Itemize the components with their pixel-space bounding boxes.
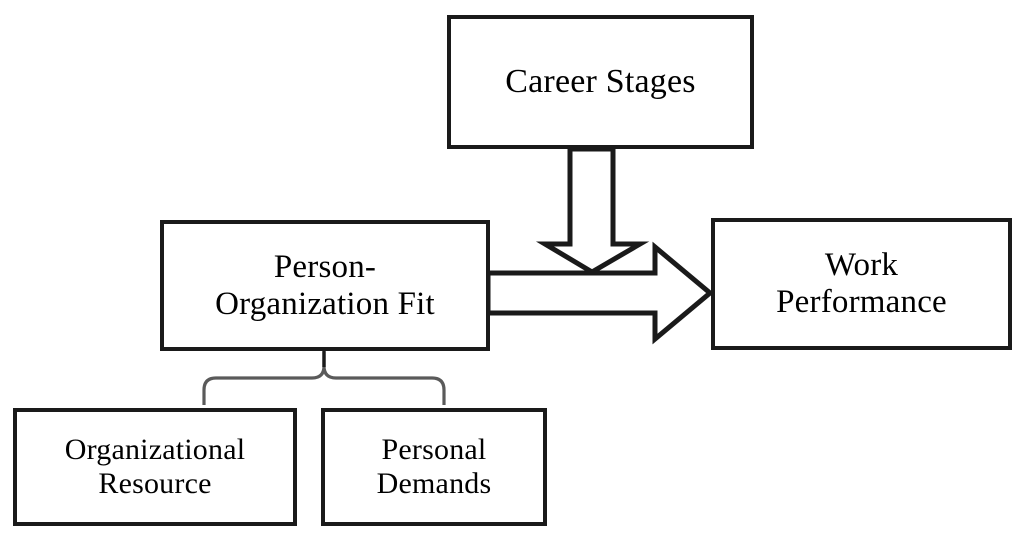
node-person-organization-fit[interactable]: Person- Organization Fit — [160, 220, 490, 351]
node-person-organization-fit-label: Person- Organization Fit — [215, 248, 435, 322]
down-block-arrow-icon — [535, 146, 650, 275]
node-personal-demands-label: Personal Demands — [376, 433, 492, 500]
connector-pof-to-work-performance[interactable] — [488, 255, 710, 317]
connector-pof-dimensions-brace[interactable] — [190, 352, 450, 410]
node-organizational-resource-label: Organizational Resource — [64, 433, 246, 500]
node-work-performance[interactable]: Work Performance — [711, 218, 1012, 350]
node-personal-demands[interactable]: Personal Demands — [321, 408, 547, 526]
node-career-stages-label: Career Stages — [505, 62, 696, 100]
right-block-arrow-icon — [485, 241, 714, 345]
node-organizational-resource[interactable]: Organizational Resource — [13, 408, 297, 526]
dimension-brace-icon — [202, 352, 446, 405]
node-career-stages[interactable]: Career Stages — [447, 15, 754, 149]
node-work-performance-label: Work Performance — [776, 247, 947, 320]
